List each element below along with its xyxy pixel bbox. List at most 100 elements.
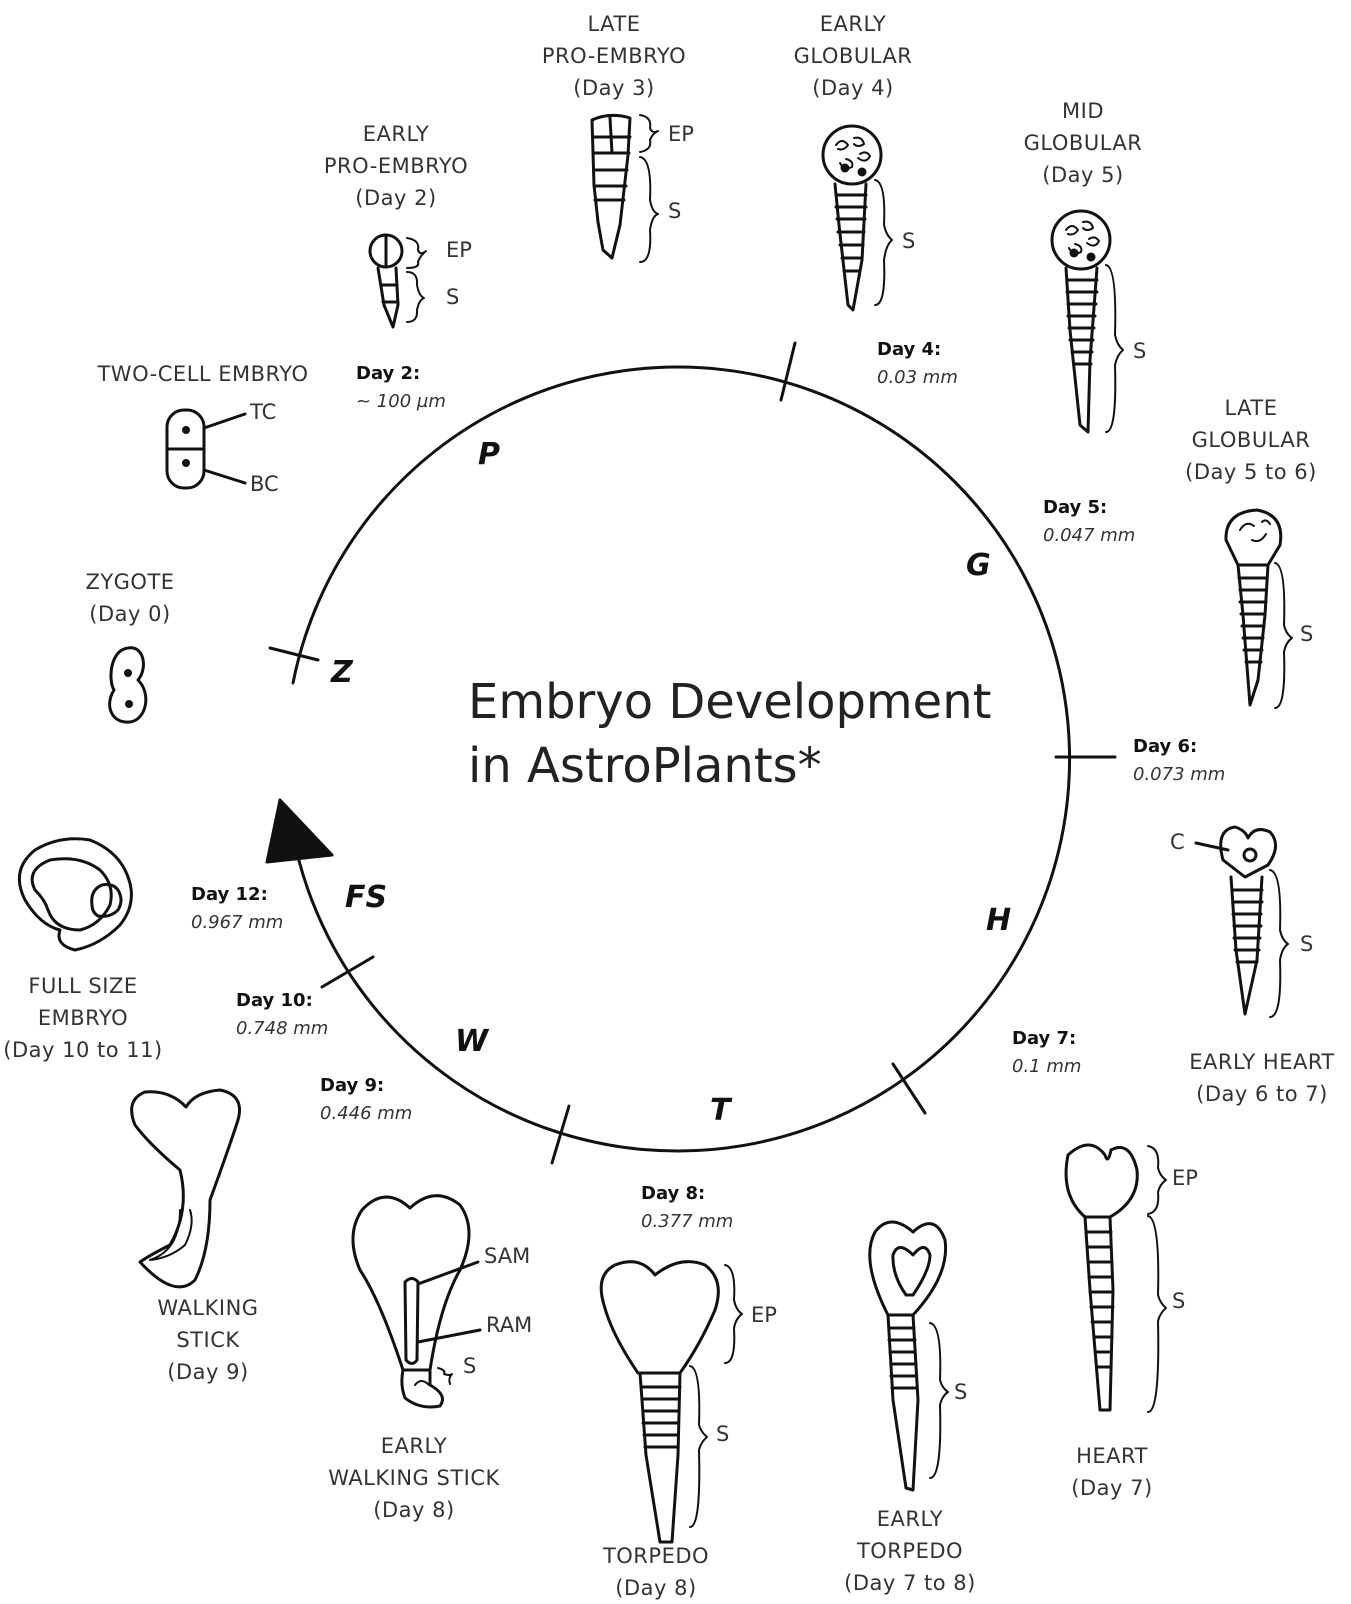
late-pro-day: (Day 3) — [542, 72, 686, 104]
early-glob-line1: EARLY — [794, 8, 913, 40]
early-heart-line1: EARLY HEART — [1189, 1046, 1334, 1078]
label-early-torpedo: EARLY TORPEDO (Day 7 to 8) — [844, 1503, 976, 1599]
early-ws-s-label: S — [463, 1354, 476, 1378]
two-cell-tc-label: TC — [250, 400, 276, 424]
marker-day12: Day 12: 0.967 mm — [191, 881, 283, 937]
early-pro-s-label: S — [446, 285, 459, 309]
late-glob-line2: GLOBULAR — [1185, 424, 1317, 456]
stage-letter-p: P — [478, 437, 500, 472]
early-glob-line2: GLOBULAR — [794, 40, 913, 72]
label-torpedo: TORPEDO (Day 8) — [603, 1540, 709, 1604]
stage-letter-g: G — [966, 548, 991, 583]
stage-letter-t: T — [710, 1093, 730, 1128]
label-heart: HEART (Day 7) — [1071, 1440, 1152, 1504]
zygote-name: ZYGOTE — [85, 566, 174, 598]
marker-day12-day: Day 12: — [191, 881, 283, 909]
marker-day10: Day 10: 0.748 mm — [236, 987, 328, 1043]
early-walking-stick-drawing — [353, 1196, 480, 1407]
two-cell-drawing — [167, 410, 245, 488]
label-zygote: ZYGOTE (Day 0) — [85, 566, 174, 630]
late-globular-drawing — [1226, 510, 1292, 708]
tick-z — [270, 648, 318, 660]
early-torpedo-s-label: S — [954, 1380, 967, 1404]
stage-letter-h: H — [986, 903, 1011, 938]
marker-day5-size: 0.047 mm — [1043, 522, 1135, 550]
late-glob-s-label: S — [1300, 622, 1313, 646]
label-late-pro-embryo: LATE PRO-EMBRYO (Day 3) — [542, 8, 686, 104]
early-pro-line2: PRO-EMBRYO — [324, 150, 468, 182]
marker-day6-day: Day 6: — [1133, 733, 1225, 761]
heart-ep-label: EP — [1172, 1166, 1198, 1190]
walking-line2: STICK — [157, 1324, 258, 1356]
late-pro-s-label: S — [668, 199, 681, 223]
early-heart-s-label: S — [1300, 932, 1313, 956]
marker-day6: Day 6: 0.073 mm — [1133, 733, 1225, 789]
full-size-day: (Day 10 to 11) — [3, 1034, 162, 1066]
full-size-embryo-drawing — [19, 839, 131, 950]
early-torpedo-line2: TORPEDO — [844, 1535, 976, 1567]
marker-day8-day: Day 8: — [641, 1180, 733, 1208]
stage-letter-z: Z — [331, 655, 353, 690]
early-torpedo-line1: EARLY — [844, 1503, 976, 1535]
marker-day9: Day 9: 0.446 mm — [320, 1072, 412, 1128]
two-cell-name: TWO-CELL EMBRYO — [97, 358, 308, 390]
marker-day8: Day 8: 0.377 mm — [641, 1180, 733, 1236]
label-early-globular: EARLY GLOBULAR (Day 4) — [794, 8, 913, 104]
early-ws-line1: EARLY — [328, 1430, 500, 1462]
marker-day7-size: 0.1 mm — [1012, 1053, 1081, 1081]
late-pro-ep-label: EP — [668, 122, 694, 146]
marker-day2-size: ~ 100 µm — [356, 388, 446, 416]
cycle-arrowhead — [267, 800, 332, 862]
label-walking-stick: WALKING STICK (Day 9) — [157, 1292, 258, 1388]
walking-line1: WALKING — [157, 1292, 258, 1324]
mid-glob-s-label: S — [1133, 339, 1146, 363]
marker-day5: Day 5: 0.047 mm — [1043, 494, 1135, 550]
walking-day: (Day 9) — [157, 1356, 258, 1388]
early-heart-drawing — [1196, 827, 1288, 1017]
early-pro-day: (Day 2) — [324, 182, 468, 214]
marker-day9-day: Day 9: — [320, 1072, 412, 1100]
two-cell-bc-label: BC — [250, 472, 279, 496]
mid-glob-line1: MID — [1024, 95, 1143, 127]
stage-letter-w: W — [455, 1024, 488, 1059]
heart-s-label: S — [1172, 1289, 1185, 1313]
label-mid-globular: MID GLOBULAR (Day 5) — [1024, 95, 1143, 191]
diagram-title: Embryo Development in AstroPlants* — [468, 670, 991, 798]
late-pro-embryo-drawing — [592, 115, 658, 262]
early-globular-drawing — [823, 126, 892, 310]
late-pro-line2: PRO-EMBRYO — [542, 40, 686, 72]
marker-day2-day: Day 2: — [356, 360, 446, 388]
title-line-1: Embryo Development — [468, 670, 991, 734]
early-torpedo-drawing — [870, 1222, 948, 1490]
early-ws-ram-label: RAM — [486, 1313, 532, 1337]
stage-letter-fs: FS — [345, 880, 387, 915]
early-ws-day: (Day 8) — [328, 1494, 500, 1526]
marker-day12-size: 0.967 mm — [191, 909, 283, 937]
marker-day8-size: 0.377 mm — [641, 1208, 733, 1236]
early-heart-c-label: C — [1170, 830, 1185, 854]
torpedo-ep-label: EP — [751, 1303, 777, 1327]
marker-day7-day: Day 7: — [1012, 1025, 1081, 1053]
heart-day: (Day 7) — [1071, 1472, 1152, 1504]
full-size-line2: EMBRYO — [3, 1002, 162, 1034]
mid-globular-drawing — [1052, 211, 1123, 432]
walking-stick-drawing — [132, 1090, 240, 1287]
title-line-2: in AstroPlants* — [468, 734, 991, 798]
late-glob-day: (Day 5 to 6) — [1185, 456, 1317, 488]
torpedo-line1: TORPEDO — [603, 1540, 709, 1572]
mid-glob-day: (Day 5) — [1024, 159, 1143, 191]
torpedo-day: (Day 8) — [603, 1572, 709, 1604]
marker-day6-size: 0.073 mm — [1133, 761, 1225, 789]
marker-day4-size: 0.03 mm — [877, 364, 958, 392]
tick-day7 — [893, 1064, 925, 1113]
marker-day10-day: Day 10: — [236, 987, 328, 1015]
torpedo-s-label: S — [716, 1422, 729, 1446]
tick-day4 — [781, 343, 795, 400]
mid-glob-line2: GLOBULAR — [1024, 127, 1143, 159]
marker-day4-day: Day 4: — [877, 336, 958, 364]
heart-drawing — [1066, 1145, 1166, 1412]
zygote-drawing — [110, 648, 146, 722]
full-size-line1: FULL SIZE — [3, 970, 162, 1002]
marker-day10-size: 0.748 mm — [236, 1015, 328, 1043]
